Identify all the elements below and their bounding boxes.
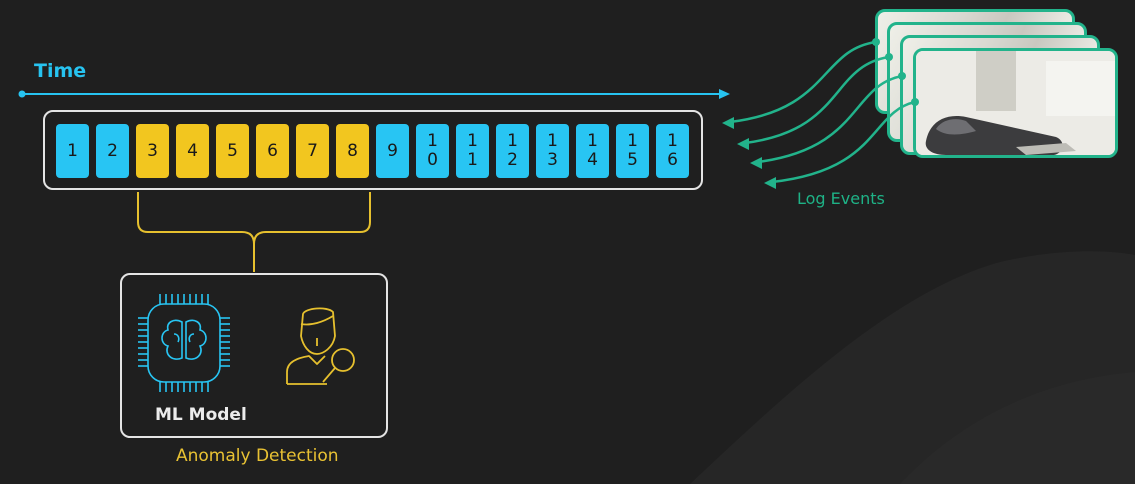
event-cell: 1 <box>56 124 89 178</box>
ml-model-label: ML Model <box>155 405 247 425</box>
anomaly-detection-caption: Anomaly Detection <box>176 446 339 466</box>
event-cell: 1 3 <box>536 124 569 178</box>
card-terminal-image <box>916 51 1115 155</box>
event-cell: 5 <box>216 124 249 178</box>
event-cell: 1 4 <box>576 124 609 178</box>
event-cell: 1 5 <box>616 124 649 178</box>
anomaly-bracket <box>137 192 371 272</box>
event-cell: 1 2 <box>496 124 529 178</box>
event-cell: 8 <box>336 124 369 178</box>
brain-chip-icon <box>138 294 230 392</box>
event-cell: 2 <box>96 124 129 178</box>
log-event-arrows <box>722 38 919 189</box>
event-cell: 1 1 <box>456 124 489 178</box>
event-sequence-box <box>43 110 703 190</box>
event-cell: 3 <box>136 124 169 178</box>
time-label: Time <box>34 60 87 82</box>
card-terminal-photo <box>913 48 1118 158</box>
anomaly-detection-box <box>120 273 388 438</box>
event-cell: 1 0 <box>416 124 449 178</box>
event-cell: 1 6 <box>656 124 689 178</box>
event-cell: 7 <box>296 124 329 178</box>
time-arrow <box>18 89 730 99</box>
event-cell: 9 <box>376 124 409 178</box>
event-cell: 4 <box>176 124 209 178</box>
analyst-magnifier-icon <box>286 307 355 385</box>
log-events-label: Log Events <box>797 189 885 208</box>
event-cell: 6 <box>256 124 289 178</box>
